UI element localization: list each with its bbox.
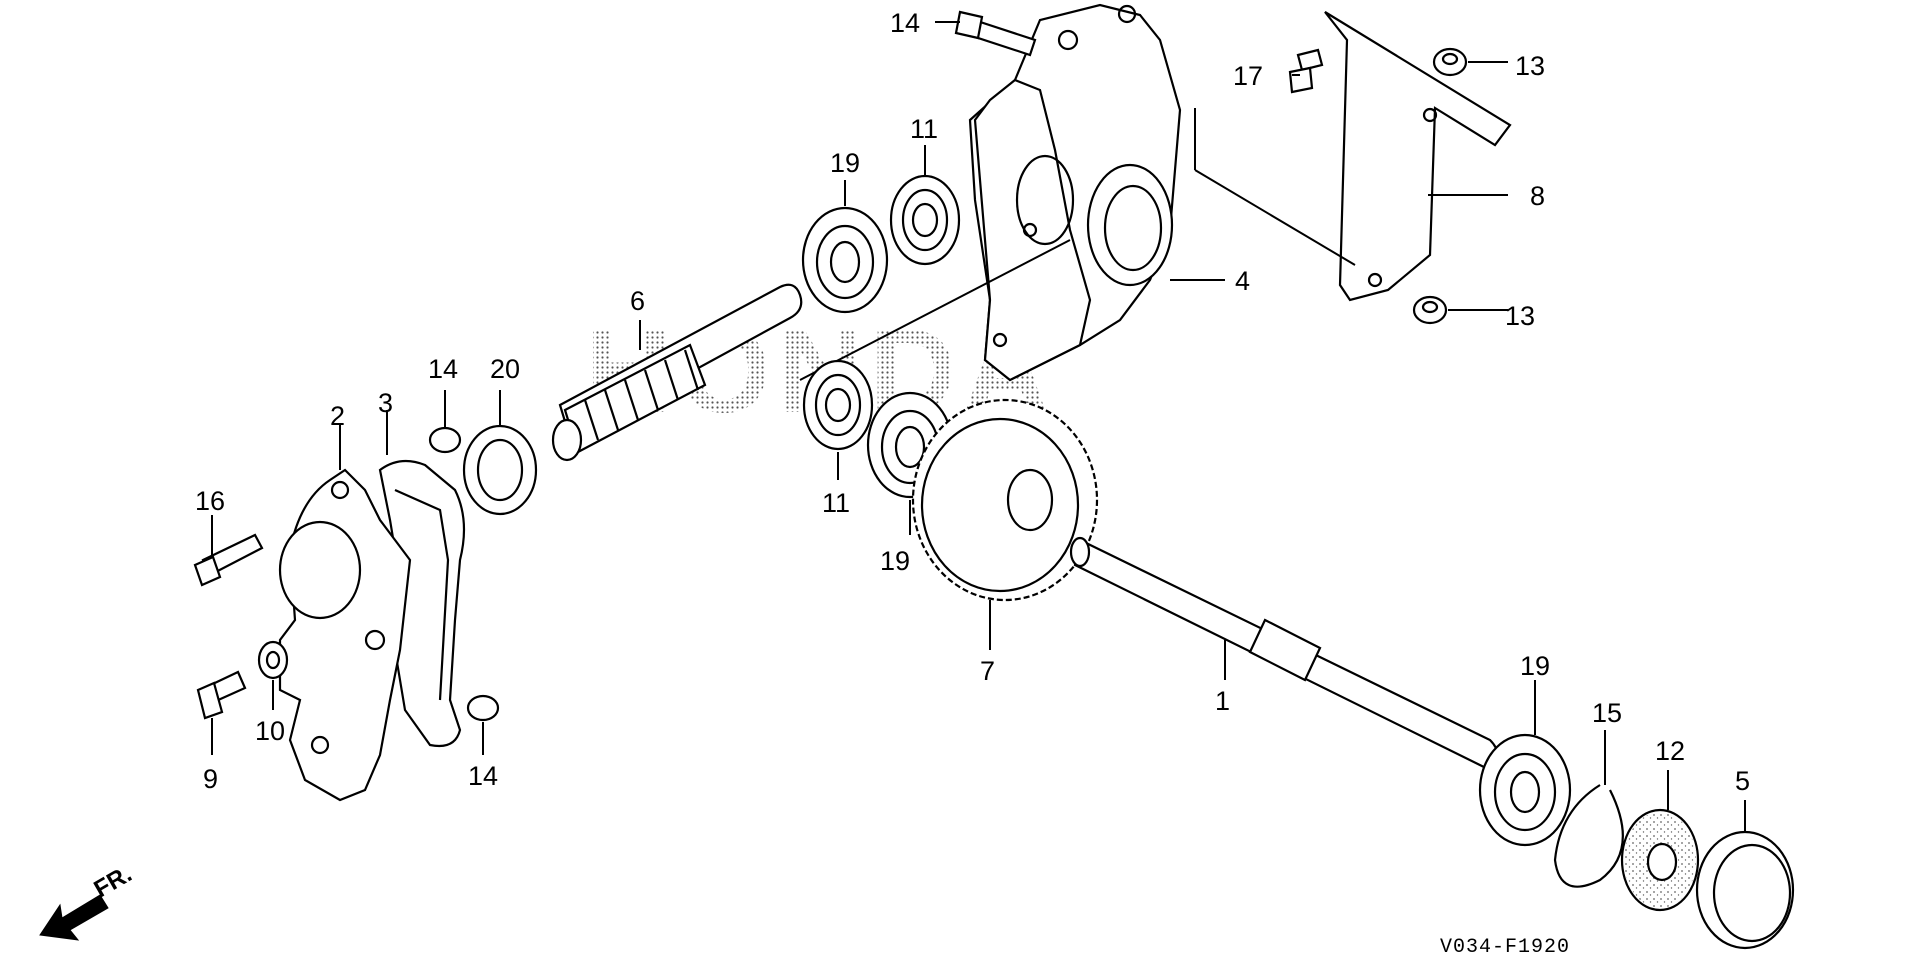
callout-15: 15 <box>1592 698 1622 728</box>
callout-19: 19 <box>880 546 910 576</box>
part-2-cover <box>278 468 412 802</box>
part-14-dowel-pin <box>466 694 500 722</box>
part-10-washer <box>257 640 289 680</box>
gasket-inner-edge <box>394 488 450 701</box>
part-14-dowel-pin <box>428 426 462 454</box>
callout-17: 14 <box>890 8 920 38</box>
part-16-bolt <box>1288 48 1324 94</box>
part-11-oil-seal <box>889 174 961 266</box>
diagram-code: V034-F1920 <box>1440 936 1570 958</box>
part-5-cap <box>1695 830 1795 950</box>
callout-13: 13 <box>1515 51 1545 81</box>
callout-14: 14 <box>468 761 498 791</box>
guide-line <box>799 239 1071 381</box>
leader-lines <box>211 21 1746 832</box>
callout-14: 14 <box>428 354 458 384</box>
callout-2: 2 <box>330 401 345 431</box>
callout-13: 13 <box>1505 301 1535 331</box>
part-9-bolt <box>196 670 247 720</box>
callout-16: 17 <box>1233 61 1263 91</box>
callout-6: 6 <box>630 286 645 316</box>
part-11-oil-seal <box>802 359 874 451</box>
callout-11: 11 <box>910 114 938 144</box>
callout-4: 4 <box>1235 266 1250 296</box>
part-12-oil-seal <box>1620 808 1700 912</box>
callout-11: 11 <box>822 488 850 518</box>
part-13-nut <box>1412 295 1448 325</box>
part-17-bolt <box>954 10 1037 57</box>
callout-20: 20 <box>490 354 520 384</box>
callout-5: 5 <box>1735 766 1750 796</box>
callout-18: 16 <box>195 486 225 516</box>
part-18-bolt <box>193 533 264 587</box>
part-13-nut <box>1432 47 1468 77</box>
callout-1: 1 <box>1215 686 1230 716</box>
part-19-bearing <box>801 206 889 314</box>
part-7-worm-gear <box>911 398 1099 602</box>
callout-19: 19 <box>1520 651 1550 681</box>
part-6-worm-shaft <box>551 283 803 462</box>
callout-9: 9 <box>203 764 218 794</box>
callout-12: 12 <box>1655 736 1685 766</box>
callout-7: 7 <box>980 656 995 686</box>
part-19-bearing <box>1478 733 1572 847</box>
part-15-circlip <box>1553 784 1624 888</box>
part-1-main-shaft <box>1069 536 1499 772</box>
part-20-bearing <box>462 424 538 516</box>
part-8-bracket <box>1324 11 1512 302</box>
callout-3: 3 <box>378 388 393 418</box>
callout-10: 10 <box>255 716 285 746</box>
part-4-gear-case <box>968 3 1182 382</box>
callout-19: 19 <box>830 148 860 178</box>
front-direction-arrow <box>39 894 109 941</box>
callout-8: 8 <box>1530 181 1545 211</box>
guide-line <box>1194 169 1356 266</box>
